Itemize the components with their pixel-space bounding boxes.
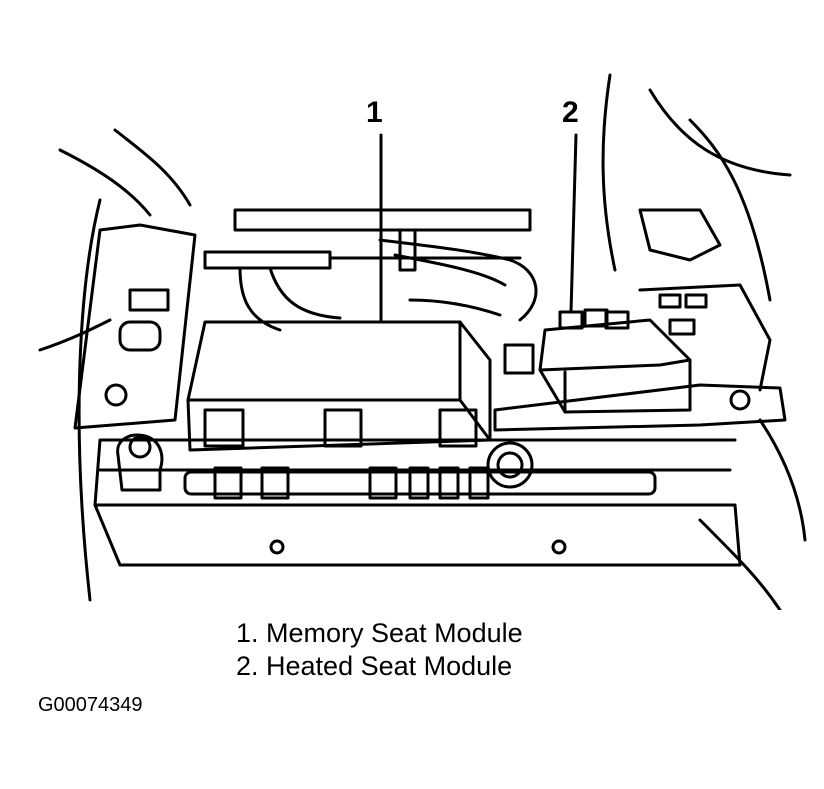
callout-leader-lines (379, 133, 578, 324)
wiring-harness (238, 228, 538, 332)
right-mounting-bracket (493, 283, 787, 432)
legend-item-memory-seat-module: 1. Memory Seat Module (236, 618, 523, 648)
leader-line-2 (569, 133, 578, 314)
legend: 1. Memory Seat Module 2. Heated Seat Mod… (236, 617, 523, 683)
seat-module-diagram (38, 73, 807, 610)
trim-panel-outline (38, 73, 807, 610)
gear-knob (486, 441, 534, 489)
memory-seat-module (186, 320, 492, 452)
motor-knob (116, 433, 164, 492)
top-seat-rail (203, 208, 532, 270)
seat-adjuster-rod (183, 466, 657, 500)
seat-track-base (93, 438, 742, 567)
figure-id: G00074349 (38, 694, 143, 716)
callout-number-1: 1 (366, 96, 383, 129)
callout-number-2: 2 (562, 96, 579, 129)
left-mounting-bracket (73, 223, 197, 430)
legend-item-heated-seat-module: 2. Heated Seat Module (236, 651, 513, 681)
heated-seat-module (503, 308, 692, 414)
